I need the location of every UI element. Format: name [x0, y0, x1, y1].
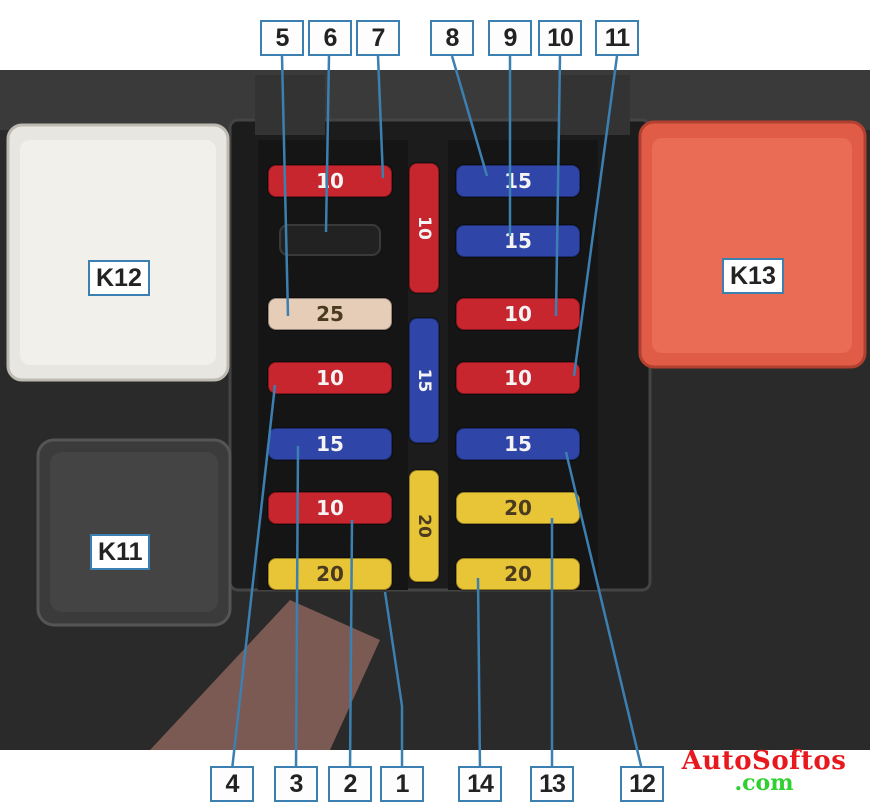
- leader-lines: [230, 55, 644, 771]
- top-connector-right: [560, 75, 630, 135]
- leader-7: [376, 55, 385, 179]
- left-fuse-1-body: [267, 164, 393, 198]
- left-fuse-4-rating: 10: [316, 366, 344, 390]
- left-fuse-5: 15: [267, 427, 393, 461]
- relay-label-k12: K12: [88, 260, 150, 296]
- leader-1: [383, 591, 404, 770]
- leader-14: [476, 577, 482, 771]
- callout-7: 7: [356, 20, 400, 56]
- right-fuse-2-rating: 15: [504, 229, 532, 253]
- leader-10: [554, 55, 562, 317]
- right-fuse-4: 10: [455, 361, 581, 395]
- relay-label-k13: K13: [722, 258, 784, 294]
- left-fuse-6-body: [267, 491, 393, 525]
- callout-12: 12: [620, 766, 664, 802]
- right-fuse-7: 20: [455, 557, 581, 591]
- right-fuse-7-body: [455, 557, 581, 591]
- right-fuse-6-rating: 20: [504, 496, 532, 520]
- callout-10: 10: [538, 20, 582, 56]
- top-connector-left: [255, 75, 325, 135]
- leader-12: [564, 451, 644, 771]
- left-fuse-6: 10: [267, 491, 393, 525]
- relay-k13-face: [652, 138, 852, 353]
- callout-8: 8: [430, 20, 474, 56]
- callout-2: 2: [328, 766, 372, 802]
- left-fuse-3-body: [267, 297, 393, 331]
- watermark-line1: AutoSoftos: [681, 746, 847, 776]
- callout-5: 5: [260, 20, 304, 56]
- right-fuse-5-body: [455, 427, 581, 461]
- relay-k12-face: [20, 140, 216, 365]
- center-fuse-2-body: [408, 317, 440, 444]
- right-fuse-6: 20: [455, 491, 581, 525]
- left-fuse-slot-empty: [279, 224, 381, 256]
- relay-label-k11: K11: [90, 534, 151, 570]
- leader-5: [280, 55, 290, 317]
- right-fuse-3-body: [455, 297, 581, 331]
- right-fuse-2-body: [455, 224, 581, 258]
- right-fuse-3: 10: [455, 297, 581, 331]
- leader-3: [294, 445, 300, 771]
- left-fuse-1: 10: [267, 164, 393, 198]
- center-fuse-1-body: [408, 162, 440, 294]
- left-fuse-7-rating: 20: [316, 562, 344, 586]
- center-fuse-3-body: [408, 469, 440, 583]
- right-fuse-2: 15: [455, 224, 581, 258]
- left-fuse-slot-empty-body: [279, 224, 381, 256]
- relay-k11-face: [50, 452, 218, 612]
- leader-11: [572, 55, 619, 377]
- right-fuse-7-rating: 20: [504, 562, 532, 586]
- left-fuse-6-rating: 10: [316, 496, 344, 520]
- center-fuses: 10 15 20: [408, 162, 440, 583]
- right-fuse-1: 15: [455, 164, 581, 198]
- callout-9: 9: [488, 20, 532, 56]
- left-fuse-4: 10: [267, 361, 393, 395]
- callout-3: 3: [274, 766, 318, 802]
- leader-4: [230, 384, 277, 771]
- callout-14: 14: [458, 766, 502, 802]
- callout-11: 11: [595, 20, 639, 56]
- bracket: [150, 600, 380, 750]
- callout-13: 13: [530, 766, 574, 802]
- center-fuse-1: 10: [408, 162, 440, 294]
- leader-8: [450, 55, 489, 177]
- center-fuse-2: 15: [408, 317, 440, 444]
- callout-4: 4: [210, 766, 254, 802]
- leader-6: [324, 55, 331, 233]
- right-fuse-1-rating: 15: [504, 169, 532, 193]
- callout-1: 1: [380, 766, 424, 802]
- left-fuse-7: 20: [267, 557, 393, 591]
- center-fuse-3: 20: [408, 469, 440, 583]
- watermark: AutoSoftos .com: [664, 746, 864, 796]
- left-fuse-3-rating: 25: [316, 302, 344, 326]
- right-fuses: 15 15 10 10 15 20 20: [455, 164, 581, 591]
- left-fuse-5-rating: 15: [316, 432, 344, 456]
- center-fuse-1-rating: 10: [414, 216, 434, 240]
- leader-2: [348, 519, 354, 771]
- center-fuse-2-rating: 15: [414, 369, 434, 393]
- callout-6: 6: [308, 20, 352, 56]
- left-fuse-3: 25: [267, 297, 393, 331]
- right-fuse-5-rating: 15: [504, 432, 532, 456]
- left-fuse-4-body: [267, 361, 393, 395]
- watermark-line2: .com: [734, 770, 794, 796]
- right-fuse-4-body: [455, 361, 581, 395]
- right-fuse-3-rating: 10: [504, 302, 532, 326]
- right-fuse-4-rating: 10: [504, 366, 532, 390]
- left-fuse-1-rating: 10: [316, 169, 344, 193]
- center-fuse-3-rating: 20: [414, 514, 434, 538]
- right-fuse-5: 15: [455, 427, 581, 461]
- left-fuse-7-body: [267, 557, 393, 591]
